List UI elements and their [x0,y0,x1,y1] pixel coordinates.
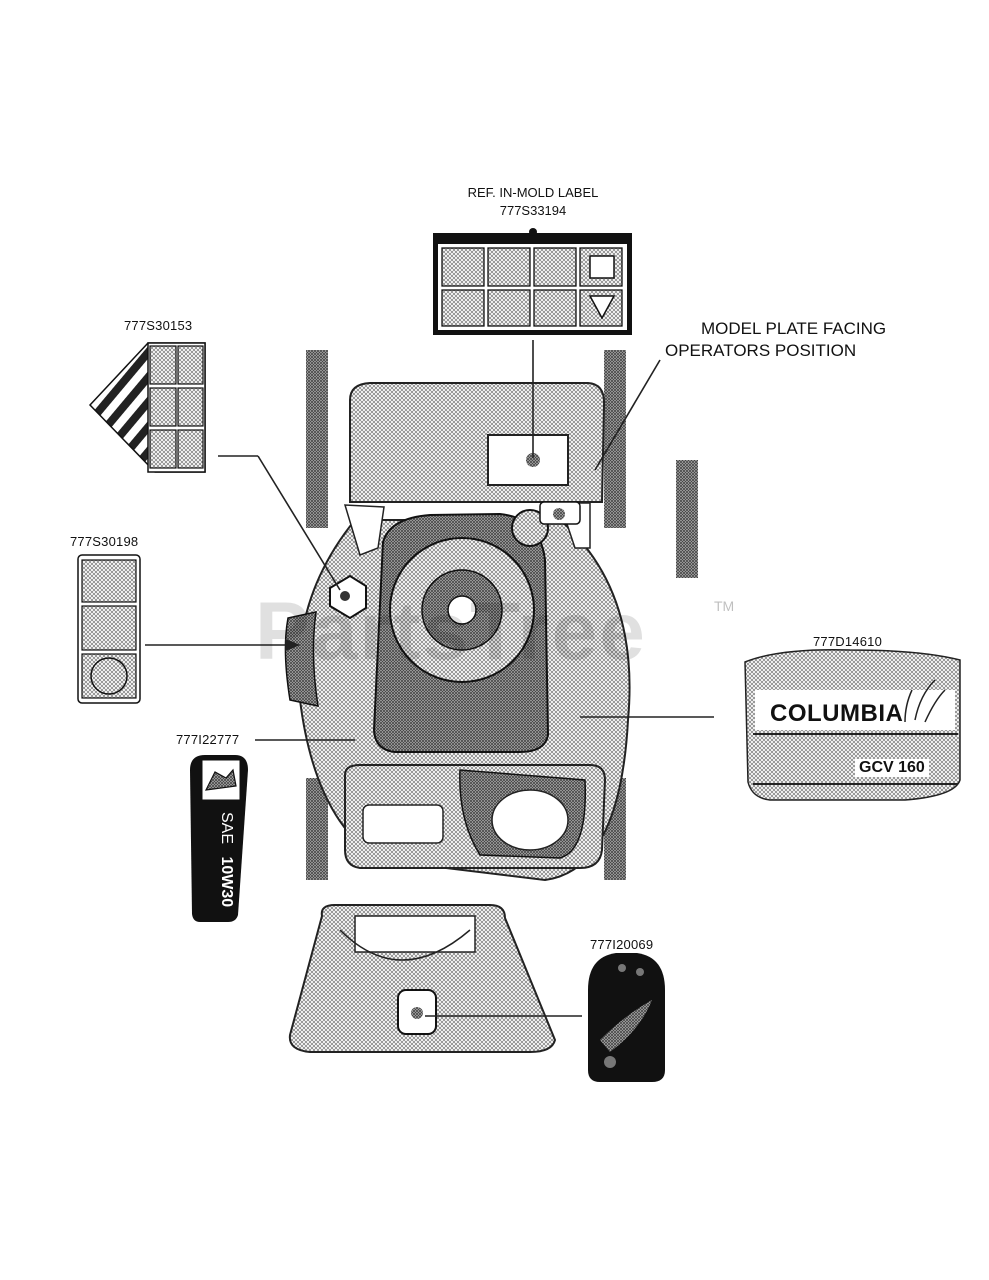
left-front-wheel [306,778,328,880]
model-plate-note: MODEL PLATE FACING OPERATORS POSITION [665,318,886,362]
part-number-777s30198: 777S30198 [70,534,139,549]
columbia-brand-text: COLUMBIA [770,700,904,727]
oil-decal-text: SAE 10W30 [217,812,235,907]
oil-decal-777i22777 [190,755,248,922]
warning-decal-777s30153 [88,342,206,473]
left-rear-wheel [306,350,328,528]
model-plate-note-line2: OPERATORS POSITION [665,341,857,360]
part-number-777d14610: 777D14610 [813,634,883,649]
watermark-text: PartsTree [255,586,647,677]
mower-deck-drawing [284,350,698,1053]
leader-lines [145,340,714,1017]
oil-sae-text: SAE [218,812,235,845]
oil-cap [511,509,549,547]
watermark-trademark: TM [714,598,735,614]
model-plate-note-line1: MODEL PLATE FACING [701,319,887,338]
ref-label-title: REF. IN-MOLD LABEL 777S33194 [433,184,633,220]
right-side-wheel [676,460,698,578]
in-mold-label-decal [433,228,632,335]
right-rear-wheel [604,350,626,528]
part-number-777s30153: 777S30153 [124,318,193,333]
part-number-777i22777: 777I22777 [176,732,240,747]
ref-label-line1: REF. IN-MOLD LABEL [467,185,599,200]
oil-grade-text: 10W30 [218,856,235,908]
engine-model-text: GCV 160 [855,759,929,777]
part-number-777i20069: 777I20069 [590,937,654,952]
ref-label-line2: 777S33194 [499,203,567,218]
safety-decal-777s30198 [77,554,141,704]
throttle-decal-777i20069 [588,953,665,1082]
